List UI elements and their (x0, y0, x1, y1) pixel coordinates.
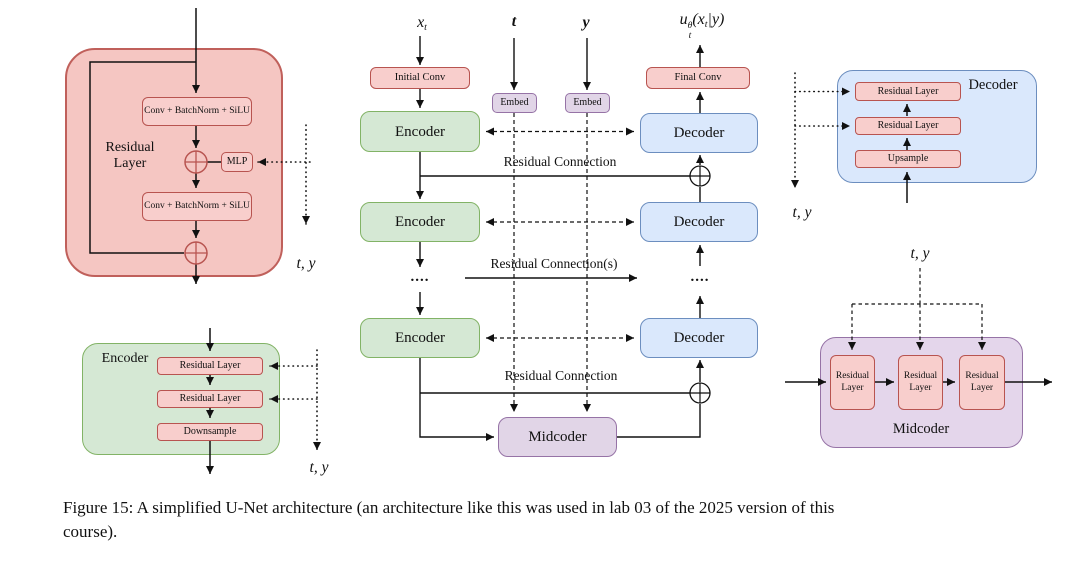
mlp-box: MLP (221, 152, 253, 172)
sum-cross (185, 151, 207, 173)
skip-connection-line (89, 61, 196, 254)
sum-cross (690, 383, 710, 403)
conv-batchnorm-silu-box-2: Conv + BatchNorm + SiLU (142, 192, 252, 221)
sum-node-bottom-icon (689, 382, 711, 404)
midcoder-detail-residual-layer-1: Residual Layer (830, 355, 875, 410)
embed-y-box: Embed (565, 93, 610, 113)
main-flow-arrows (416, 36, 704, 441)
decoder-detail-cond-label: t, y (792, 204, 812, 221)
encoder-2-box: Encoder (360, 202, 480, 242)
encoder-detail-dotted (269, 349, 321, 451)
midcoder-detail-residual-layer-2: Residual Layer (898, 355, 943, 410)
midcoder-box: Midcoder (498, 417, 617, 457)
input-y-label: y (582, 14, 590, 31)
residual-connection-bottom-label: Residual Connection (504, 368, 618, 383)
decoder-2-box: Decoder (640, 202, 758, 242)
residual-connection-lines (420, 175, 690, 394)
decoder-detail-residual-layer-2: Residual Layer (855, 117, 961, 135)
encoder-ellipsis: .... (410, 269, 430, 285)
input-t-label: t (511, 13, 517, 30)
input-xt-label: xt (417, 14, 427, 34)
decoder-detail-dotted (791, 72, 851, 189)
final-conv-box: Final Conv (646, 67, 750, 89)
residual-detail-connectors (89, 8, 221, 284)
residual-connection-top-label: Residual Connection (503, 154, 617, 169)
encoder-detail-residual-layer-2: Residual Layer (157, 390, 263, 408)
residual-connection-mid-label: Residual Connection(s) (490, 256, 618, 271)
arrow-encoder3-to-midcoder (419, 358, 494, 441)
sum-cross (690, 166, 710, 186)
residual-detail-sum-nodes (184, 150, 208, 265)
encoder-3-box: Encoder (360, 318, 480, 358)
residual-layer-cond-label: t, y (296, 255, 316, 272)
conv-batchnorm-silu-box-1: Conv + BatchNorm + SiLU (142, 97, 252, 126)
midcoder-detail-title: Midcoder (892, 421, 950, 437)
decoder-1-box: Decoder (640, 113, 758, 153)
decoder-3-box: Decoder (640, 318, 758, 358)
decoder-ellipsis: .... (690, 269, 710, 285)
midcoder-detail-cond-label: t, y (910, 245, 930, 262)
caption-line-2: course). (63, 522, 118, 542)
midcoder-detail-dashed (848, 268, 986, 350)
encoder-detail-downsample: Downsample (157, 423, 263, 441)
residual-detail-dotted (257, 124, 311, 225)
decoder-detail-residual-layer-1: Residual Layer (855, 82, 961, 101)
decoder-detail-upsample: Upsample (855, 150, 961, 168)
encoder-1-box: Encoder (360, 111, 480, 152)
figure-caption: Figure 15: A simplified U-Net architectu… (63, 496, 1041, 544)
encoder-detail-residual-layer-1: Residual Layer (157, 357, 263, 375)
caption-line-1: Figure 15: A simplified U-Net architectu… (63, 498, 835, 517)
decoder-detail-title: Decoder (968, 77, 1018, 93)
sum-node-top-icon (689, 165, 711, 187)
initial-conv-box: Initial Conv (370, 67, 470, 89)
midcoder-detail-residual-layer-3: Residual Layer (959, 355, 1005, 410)
embed-t-box: Embed (492, 93, 537, 113)
residual-layer-detail-title: Residual Layer (105, 140, 155, 172)
conditioning-dashed-lines (486, 113, 634, 412)
encoder-detail-cond-label: t, y (309, 459, 329, 476)
line-midcoder-to-sum (617, 404, 701, 438)
sum-cross (185, 242, 207, 264)
encoder-detail-title: Encoder (101, 351, 149, 366)
